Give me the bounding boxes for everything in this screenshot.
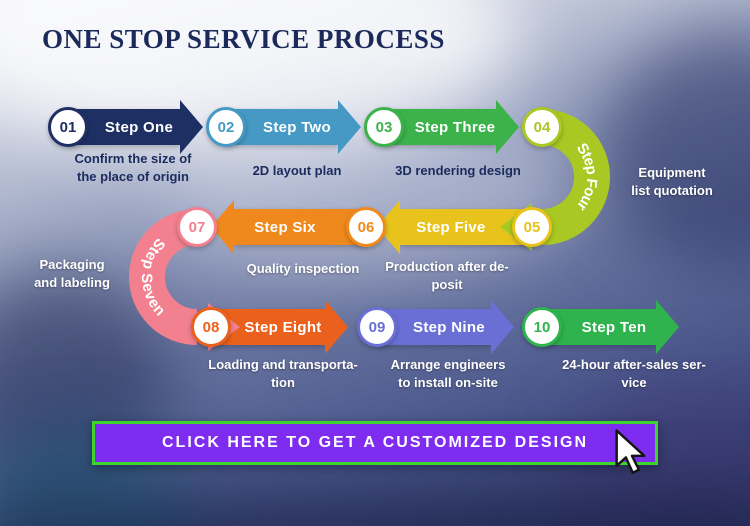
step-number-badge: 10	[522, 307, 562, 347]
step-description: 3D rendering design	[395, 163, 521, 178]
step-description: Confirm the size of the place of origin	[74, 151, 192, 185]
step-number: 10	[533, 318, 551, 336]
arrowhead-icon	[496, 100, 519, 154]
background-blur-blob	[600, 30, 750, 270]
step-description: Arrange engineers to install on-site	[390, 357, 506, 391]
step-number: 07	[188, 218, 206, 236]
step-number-badge: 06	[346, 207, 386, 247]
step-number-badge: 07	[177, 207, 217, 247]
step-label: Step Three	[414, 118, 496, 136]
step-number-badge: 09	[357, 307, 397, 347]
step-number: 06	[357, 218, 375, 236]
page-title: ONE STOP SERVICE PROCESS	[42, 24, 445, 54]
step-label: Step Five	[416, 218, 486, 236]
step-label: Step Nine	[413, 318, 485, 336]
step-number: 03	[375, 118, 393, 136]
arrowhead-icon	[491, 300, 514, 354]
arrowhead-icon	[656, 300, 679, 354]
step-label: Step Six	[254, 218, 316, 236]
step-description: Equipment list quotation	[631, 165, 713, 199]
step-description: Production after de- posit	[385, 259, 509, 293]
step-description: 24-hour after-sales ser- vice	[562, 357, 706, 391]
step-label: Step One	[104, 118, 174, 136]
step-number: 09	[368, 318, 386, 336]
cta-button[interactable]: CLICK HERE TO GET A CUSTOMIZED DESIGN	[92, 421, 658, 465]
arrowhead-icon	[211, 200, 234, 254]
step-label: Step Two	[263, 118, 331, 136]
step-number: 05	[523, 218, 541, 236]
step-number: 08	[202, 318, 220, 336]
step-number-badge: 08	[191, 307, 231, 347]
step-number: 04	[533, 118, 551, 136]
step-label: Step Seven	[138, 235, 169, 320]
step-description: Quality inspection	[246, 261, 360, 276]
step-description: 2D layout plan	[252, 163, 342, 178]
step-arrow: Step Six	[211, 200, 366, 254]
step-number-badge: 03	[364, 107, 404, 147]
step-number-badge: 05	[512, 207, 552, 247]
step-number-badge: 04	[522, 107, 562, 147]
step-label: Step Eight	[244, 318, 322, 336]
step-number: 01	[59, 118, 77, 136]
step-description: Packaging and labeling	[34, 257, 110, 291]
background-blur-blob	[0, 498, 750, 526]
arrowhead-icon	[180, 100, 203, 154]
step-label: Step Four	[573, 140, 600, 214]
arrowhead-icon	[377, 200, 400, 254]
arrowhead-icon	[325, 300, 348, 354]
step-label: Step Ten	[581, 318, 647, 336]
step-number-badge: 01	[48, 107, 88, 147]
step-number: 02	[217, 118, 235, 136]
arrowhead-icon	[338, 100, 361, 154]
step-description: Loading and transporta- tion	[208, 357, 358, 391]
step-number-badge: 02	[206, 107, 246, 147]
